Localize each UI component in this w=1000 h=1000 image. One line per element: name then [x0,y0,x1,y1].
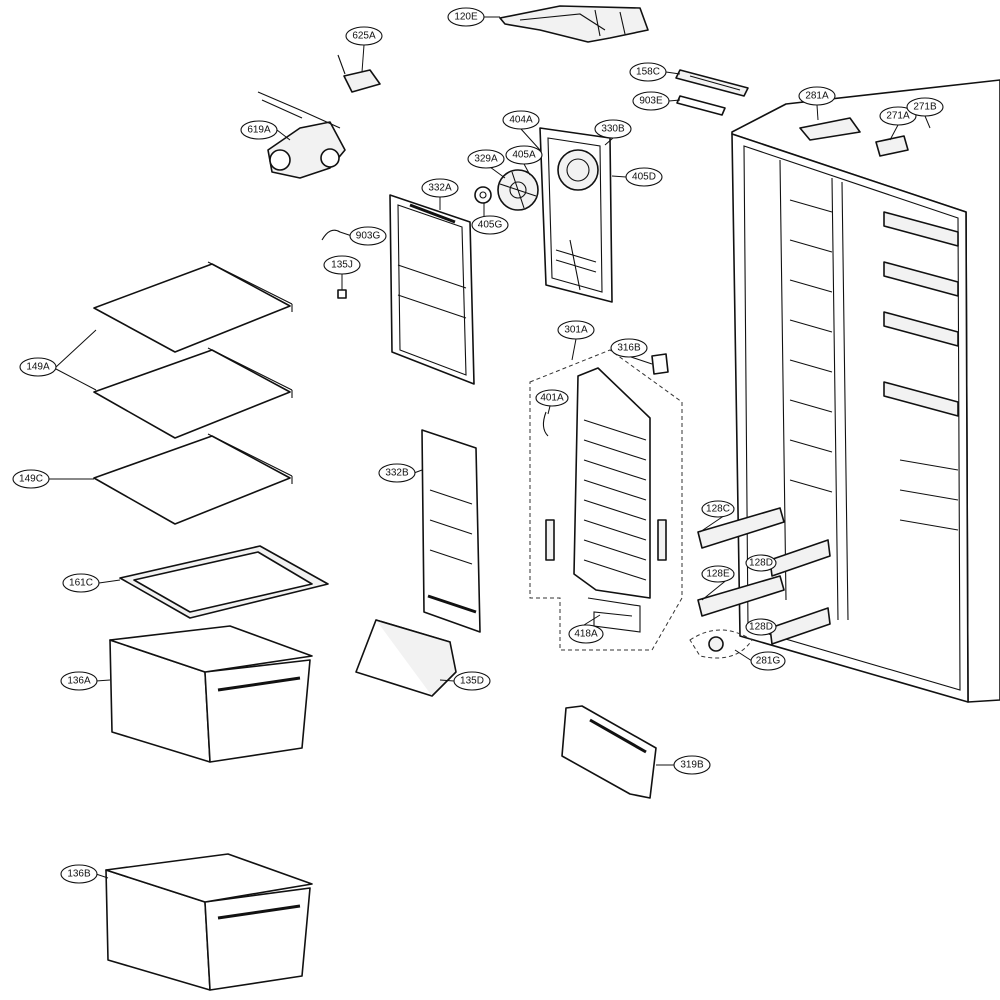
callout-158c-label: 158C [636,67,660,78]
callout-301a-label: 301A [564,325,588,336]
part-135j-clip [337,289,347,299]
leader-lines [48,16,931,879]
callout-619a: 619A [240,120,278,140]
callout-301a: 301A [557,320,595,340]
callout-332a: 332A [421,178,459,198]
callout-330b: 330B [594,119,632,139]
callout-149c: 149C [12,469,50,489]
part-136b-drawer [105,853,313,991]
callout-128d-top-label: 128D [749,558,773,569]
callout-330b-label: 330B [601,124,625,135]
callout-128d-bottom-label: 128D [749,622,773,633]
part-903g-wire [321,229,353,241]
callout-271b-label: 271B [913,102,937,113]
callout-135j-label: 135J [331,260,353,271]
callout-135j: 135J [323,255,361,275]
callout-271a: 271A [879,106,917,126]
part-128c-rail [697,507,785,549]
callout-135d-label: 135D [460,676,484,687]
callout-149a: 149A [19,357,57,377]
callout-120e: 120E [447,7,485,27]
callout-329a-label: 329A [474,154,498,165]
part-619a-water-valve [257,91,346,179]
part-301a-evaporator [529,349,683,651]
part-136a-drawer [109,625,313,763]
callout-404a-label: 404A [509,115,533,126]
callout-401a: 401A [535,389,569,407]
part-149c-shelf [93,433,293,525]
callout-149a-label: 149A [26,362,50,373]
callout-128e-label: 128E [706,569,730,580]
callout-319b: 319B [673,755,711,775]
part-128e-rail [697,575,785,617]
part-149a-shelves [93,261,293,439]
callout-405a: 405A [505,145,543,165]
callout-271b: 271B [906,97,944,117]
part-cabinet [731,79,1000,703]
callout-903e: 903E [632,91,670,111]
callout-316b: 316B [610,338,648,358]
callout-903g-label: 903G [356,231,381,242]
callout-404a: 404A [502,110,540,130]
callout-405g-label: 405G [478,220,503,231]
part-120e-duct [499,5,649,43]
callout-128c-label: 128C [706,504,730,515]
part-401a-clip [542,411,549,437]
callout-619a-label: 619A [247,125,271,136]
callout-281g: 281G [750,651,786,671]
callout-120e-label: 120E [454,12,478,23]
callout-405g: 405G [471,215,509,235]
callout-405d-label: 405D [632,172,656,183]
part-418a-heater [587,597,641,633]
part-161c-crisper-cover [119,545,329,619]
part-332a-cover [389,194,475,385]
part-135d-tray [355,619,457,697]
callout-903e-label: 903E [639,96,663,107]
callout-136b: 136B [60,864,98,884]
callout-128c: 128C [701,500,735,518]
callout-128d-bottom: 128D [745,618,777,636]
callout-281a-label: 281A [805,91,829,102]
callout-128e: 128E [701,565,735,583]
callout-281g-label: 281G [756,656,781,667]
part-330b-fan-housing [539,127,613,303]
part-405g-cap [474,186,492,204]
callout-903g: 903G [349,226,387,246]
callout-625a: 625A [345,26,383,46]
callout-158c: 158C [629,62,667,82]
callout-136a-label: 136A [67,676,91,687]
callout-329a: 329A [467,149,505,169]
callout-316b-label: 316B [617,343,641,354]
part-903e-strip [676,95,726,116]
callout-332a-label: 332A [428,183,452,194]
part-281g-hinge [689,629,753,659]
callout-332b: 332B [378,463,416,483]
part-158c-bar [675,69,749,97]
part-128d-rails [769,539,831,645]
callout-135d: 135D [453,671,491,691]
callout-136b-label: 136B [67,869,91,880]
callout-136a: 136A [60,671,98,691]
callout-405d: 405D [625,167,663,187]
callout-418a: 418A [568,624,604,644]
callout-161c: 161C [62,573,100,593]
callout-319b-label: 319B [680,760,704,771]
callout-418a-label: 418A [574,629,598,640]
callout-128d-top: 128D [745,554,777,572]
part-332b-panel [421,429,481,633]
part-329a-fan-blade [497,169,539,211]
callout-401a-label: 401A [540,393,564,404]
part-625a-module [337,54,381,93]
callout-405a-label: 405A [512,150,536,161]
callout-332b-label: 332B [385,468,409,479]
callout-161c-label: 161C [69,578,93,589]
callout-625a-label: 625A [352,31,376,42]
callout-271a-label: 271A [886,111,910,122]
callout-149c-label: 149C [19,474,43,485]
part-316b-sensor [651,353,669,375]
callout-281a: 281A [798,86,836,106]
part-319b-duct [561,705,657,799]
